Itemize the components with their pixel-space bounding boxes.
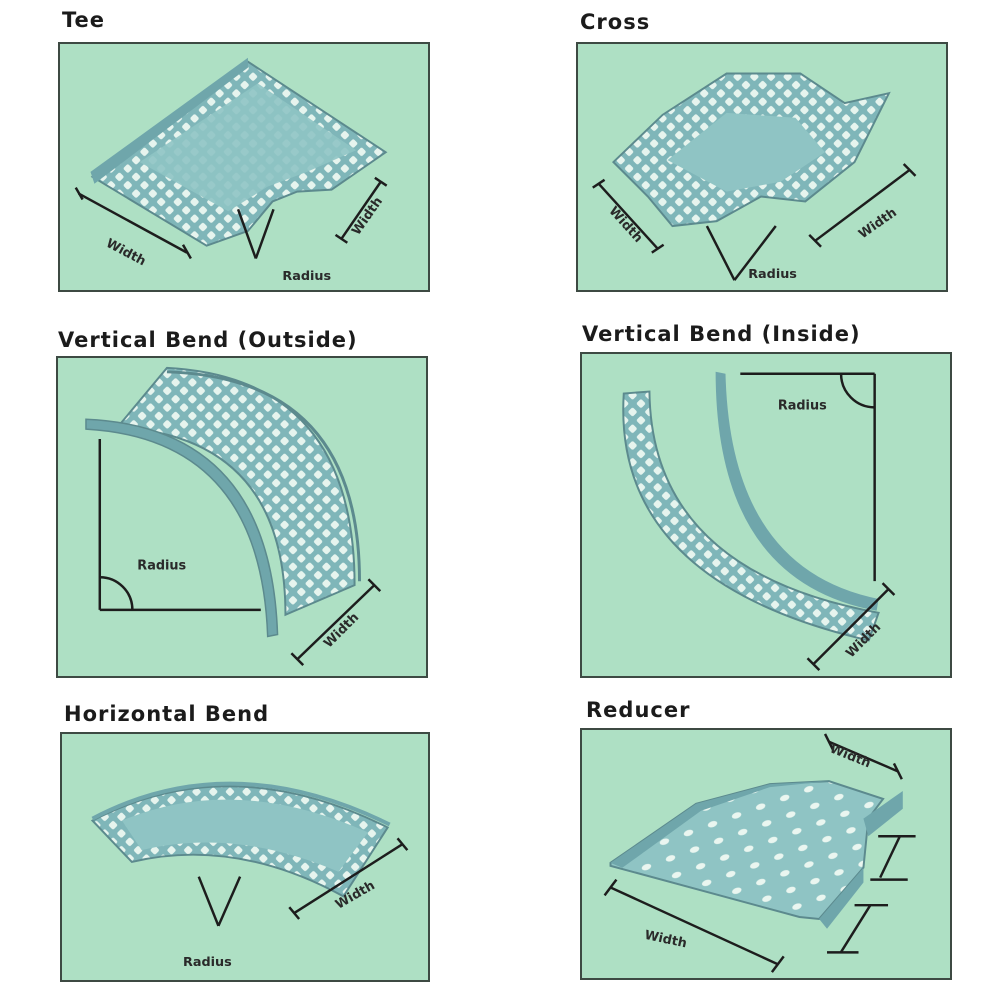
panel-title-reducer: Reducer: [586, 698, 691, 722]
panel-title-tee: Tee: [62, 8, 106, 32]
cross-diagram: Width Width Radius: [592, 72, 917, 282]
diagram-panel-tee: Width Width Radius: [58, 42, 430, 292]
panel-title-horizontal-bend: Horizontal Bend: [64, 702, 270, 726]
vbi-radius-label: Radius: [778, 398, 827, 413]
reducer-width-label-2: Width: [643, 928, 688, 952]
reducer-diagram: Width Width: [603, 733, 916, 973]
tee-width-label-1: Width: [103, 236, 148, 269]
hb-radius-label: Radius: [183, 955, 232, 970]
diagram-panel-vertical-bend-inside: Radius Width: [580, 352, 952, 678]
horizontal-bend-diagram: Width Radius: [90, 781, 409, 970]
panel-title-vertical-bend-inside: Vertical Bend (Inside): [582, 322, 861, 346]
panel-title-vertical-bend-outside: Vertical Bend (Outside): [58, 328, 358, 352]
panel-title-cross: Cross: [580, 10, 651, 34]
cross-width-label-2: Width: [856, 205, 900, 242]
tee-diagram: Width Width Radius: [74, 57, 388, 284]
diagram-panel-horizontal-bend: Width Radius: [60, 732, 430, 982]
cross-width-label-1: Width: [606, 204, 646, 246]
diagram-panel-reducer: Width Width: [580, 728, 952, 980]
vertical-bend-outside-diagram: Radius Width: [85, 366, 382, 667]
vertical-bend-inside-diagram: Radius Width: [622, 371, 896, 671]
diagram-panel-cross: Width Width Radius: [576, 42, 948, 292]
vbo-radius-label: Radius: [137, 558, 186, 573]
diagram-panel-vertical-bend-outside: Radius Width: [56, 356, 428, 678]
cross-radius-label: Radius: [748, 267, 797, 282]
tee-radius-label: Radius: [282, 269, 331, 284]
reducer-width-label-1: Width: [827, 741, 872, 771]
